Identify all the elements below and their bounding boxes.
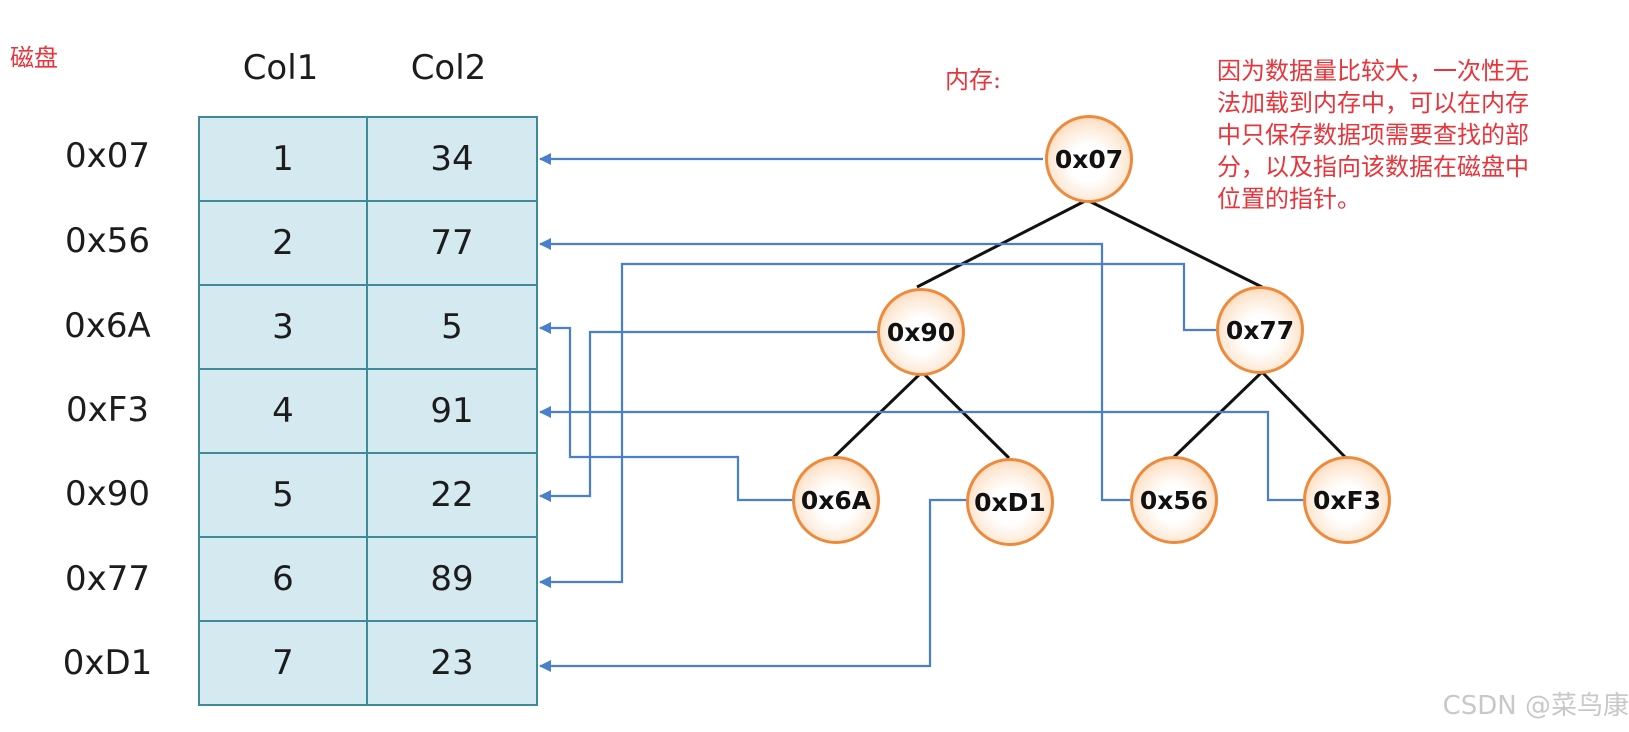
tree-node-left-right: 0xD1	[966, 458, 1054, 546]
pointer-wire	[539, 262, 1217, 588]
tree-node-left: 0x90	[877, 288, 965, 376]
column-header-col2: Col2	[410, 48, 487, 88]
pointer-wire	[539, 330, 878, 502]
tree-edge	[1260, 370, 1348, 460]
row-address: 0xD1	[62, 643, 153, 683]
tree-edge	[1171, 370, 1264, 460]
table-cell: 5	[198, 452, 368, 538]
tree-node-root: 0x07	[1045, 115, 1133, 203]
table-cell: 7	[198, 620, 368, 706]
tree-edge	[920, 370, 1011, 460]
pointer-wire	[539, 322, 792, 502]
row-address: 0x07	[64, 136, 151, 176]
pointer-wire	[539, 406, 1303, 502]
column-header-col1: Col1	[242, 48, 319, 88]
tree-node-right-right: 0xF3	[1303, 456, 1391, 544]
disk-label: 磁盘	[10, 44, 58, 72]
pointer-wire	[539, 498, 967, 672]
memory-label: 内存:	[945, 66, 1002, 94]
tree-node-left-left: 0x6A	[792, 456, 880, 544]
table-cell: 3	[198, 284, 368, 370]
table-cell: 1	[198, 116, 368, 202]
row-address: 0xF3	[66, 390, 149, 430]
table-cell: 22	[366, 452, 538, 538]
pointer-wire	[539, 238, 1130, 502]
tree-edge	[831, 370, 924, 460]
table-cell: 91	[366, 368, 538, 454]
watermark: CSDN @菜鸟康	[1442, 691, 1629, 721]
table-cell: 6	[198, 536, 368, 622]
row-address: 0x56	[64, 221, 151, 261]
table-cell: 89	[366, 536, 538, 622]
table-cell: 77	[366, 200, 538, 286]
explanation-note: 因为数据量比较大，一次性无 法加载到内存中，可以在内存 中只保存数据项需要查找的…	[1217, 57, 1529, 213]
table-cell: 34	[366, 116, 538, 202]
tree-node-right: 0x77	[1216, 286, 1304, 374]
row-address: 0x77	[64, 559, 151, 599]
table-cell: 23	[366, 620, 538, 706]
tree-node-right-left: 0x56	[1130, 456, 1218, 544]
row-address: 0x90	[64, 474, 151, 514]
tree-edge	[1086, 198, 1263, 289]
row-address: 0x6A	[64, 306, 151, 346]
